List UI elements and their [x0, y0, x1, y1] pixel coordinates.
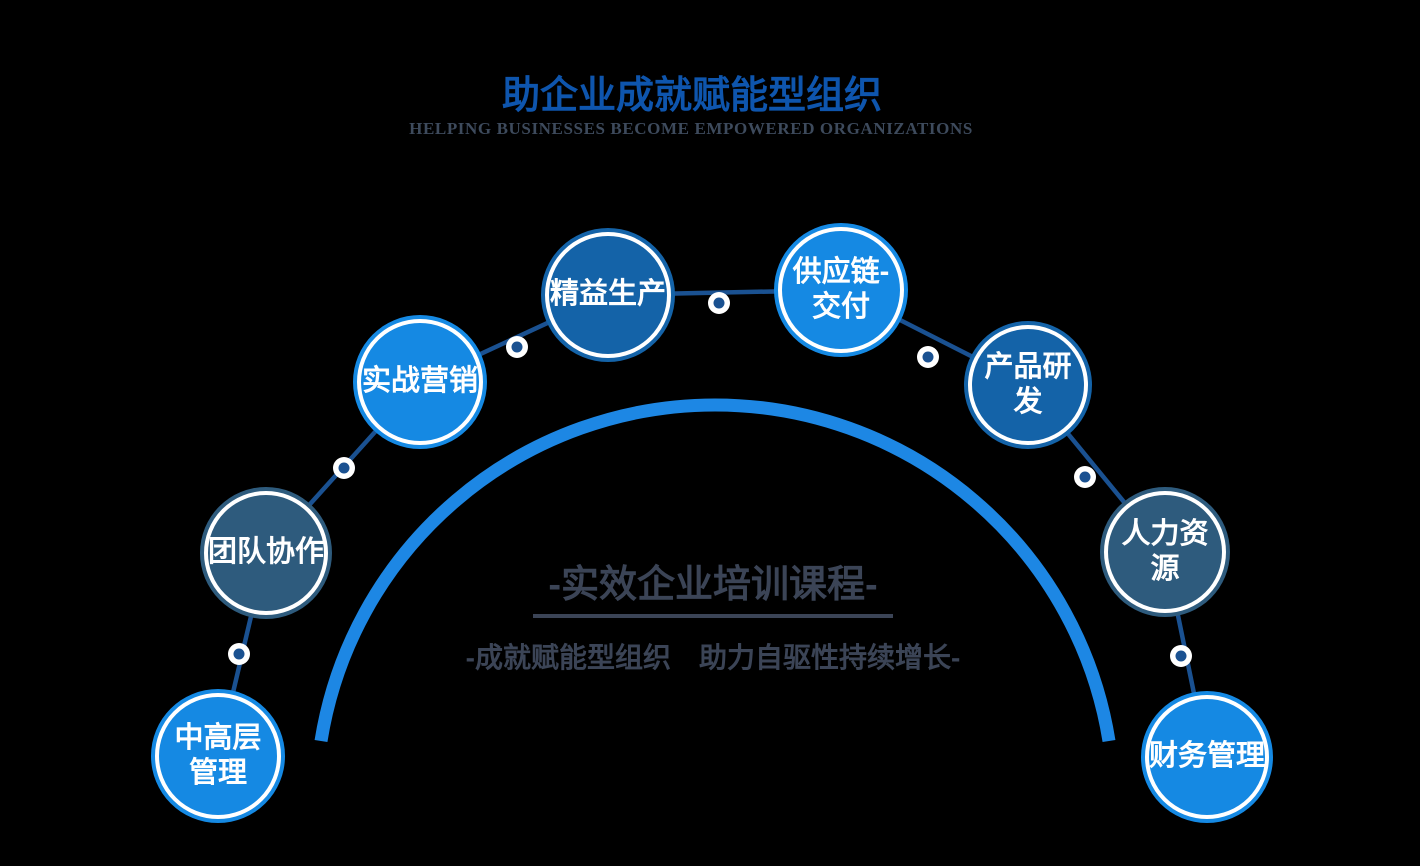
center-divider — [533, 614, 893, 618]
course-circle-human-resources[interactable]: 人力资源 — [1104, 491, 1226, 613]
course-circle-teamwork[interactable]: 团队协作 — [204, 491, 328, 615]
course-circle-lean-production[interactable]: 精益生产 — [545, 232, 671, 358]
course-circle-practical-marketing[interactable]: 实战营销 — [357, 319, 483, 445]
connector-dot — [333, 457, 355, 479]
center-tagline: -成就赋能型组织 助力自驱性持续增长- — [465, 642, 961, 673]
course-circle-mid-senior-management[interactable]: 中高层 管理 — [155, 693, 281, 819]
course-circle-supply-chain-delivery[interactable]: 供应链- 交付 — [778, 227, 904, 353]
arc-curve — [314, 398, 1116, 743]
connector-dot — [1074, 466, 1096, 488]
connector-dot — [1170, 645, 1192, 667]
page-subtitle: HELPING BUSINESSES BECOME EMPOWERED ORGA… — [409, 119, 973, 138]
center-heading: -实效企业培训课程- — [548, 564, 878, 606]
connector-dot — [708, 292, 730, 314]
connector-dot — [506, 336, 528, 358]
page-title: 助企业成就赋能型组织 — [501, 75, 883, 117]
course-circle-product-rd[interactable]: 产品研发 — [968, 325, 1088, 445]
course-circle-financial-management[interactable]: 财务管理 — [1145, 695, 1269, 819]
connector-dot — [228, 643, 250, 665]
connector-dot — [917, 346, 939, 368]
